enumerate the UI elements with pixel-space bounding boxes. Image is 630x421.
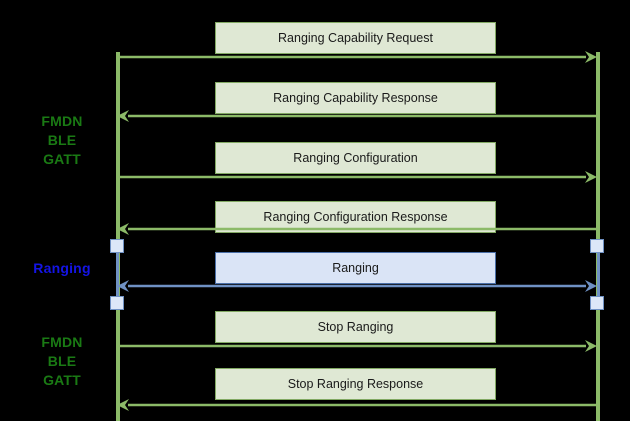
right-lifeline bbox=[596, 52, 600, 421]
ranging-lifeline-right bbox=[597, 246, 600, 303]
message-box-ranging-configuration: Ranging Configuration bbox=[215, 142, 496, 174]
message-label-ranging-configuration: Ranging Configuration bbox=[293, 151, 418, 165]
activation-left-bottom bbox=[110, 296, 124, 310]
ranging-lifeline-left bbox=[116, 246, 119, 303]
message-label-ranging: Ranging bbox=[332, 261, 379, 275]
message-box-stop-ranging-response: Stop Ranging Response bbox=[215, 368, 496, 400]
message-box-ranging: Ranging bbox=[215, 252, 496, 284]
message-arrow-ranging-configuration bbox=[116, 170, 598, 184]
activation-right-top bbox=[590, 239, 604, 253]
phase-gatt-bottom: FMDN BLE GATT bbox=[41, 334, 83, 388]
message-label-stop-ranging-response: Stop Ranging Response bbox=[287, 377, 424, 391]
message-label-stop-ranging: Stop Ranging bbox=[317, 320, 394, 334]
left-lifeline bbox=[116, 52, 120, 421]
message-arrow-ranging-capability-request bbox=[116, 50, 598, 64]
phase-gatt-top: FMDN BLE GATT bbox=[41, 113, 83, 167]
message-label-ranging-configuration-response: Ranging Configuration Response bbox=[263, 210, 448, 224]
message-box-ranging-configuration-response: Ranging Configuration Response bbox=[215, 201, 496, 233]
message-arrow-stop-ranging bbox=[116, 339, 598, 353]
phase-ranging: Ranging bbox=[33, 260, 91, 276]
activation-right-bottom bbox=[590, 296, 604, 310]
message-arrow-ranging-capability-response bbox=[116, 109, 598, 123]
message-label-ranging-capability-request: Ranging Capability Request bbox=[278, 31, 433, 45]
message-arrow-ranging-configuration-response bbox=[116, 222, 598, 236]
message-arrow-stop-ranging-response bbox=[116, 398, 598, 412]
activation-left-top bbox=[110, 239, 124, 253]
message-box-ranging-capability-request: Ranging Capability Request bbox=[215, 22, 496, 54]
message-label-ranging-capability-response: Ranging Capability Response bbox=[273, 91, 438, 105]
message-arrow-ranging bbox=[116, 279, 598, 293]
message-box-stop-ranging: Stop Ranging bbox=[215, 311, 496, 343]
message-box-ranging-capability-response: Ranging Capability Response bbox=[215, 82, 496, 114]
